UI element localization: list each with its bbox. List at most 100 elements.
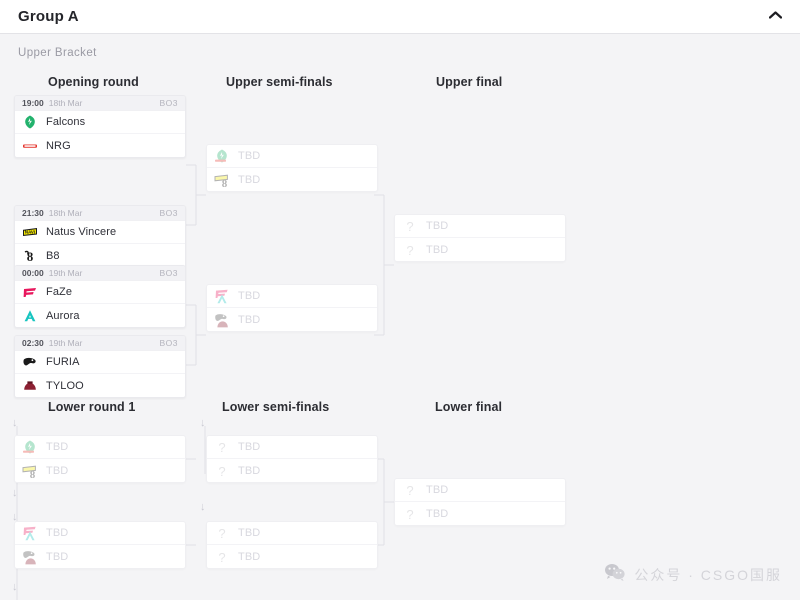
team-name: TBD (426, 220, 449, 232)
team-name: TBD (238, 173, 261, 186)
team-row[interactable]: ? TBD (207, 459, 377, 482)
team-name: TBD (426, 484, 449, 496)
team-row[interactable]: TBD (15, 436, 185, 459)
team-name: TBD (238, 150, 261, 162)
match-format: BO3 (159, 338, 178, 348)
team-row[interactable]: ? TBD (207, 522, 377, 545)
team-row[interactable]: TBD (207, 308, 377, 331)
match-card[interactable]: TBD 8 TBD (206, 144, 378, 192)
team-name: Falcons (46, 116, 86, 128)
team-row[interactable]: ? TBD (395, 238, 565, 261)
match-card[interactable]: TBD TBD (14, 521, 186, 569)
match-card[interactable]: 02:30 19th Mar BO3 FURIA TYLOO (14, 335, 186, 398)
team-row[interactable]: 8 B8 (15, 244, 185, 267)
match-date: 19th Mar (48, 268, 83, 278)
team-name: TBD (426, 507, 449, 520)
svg-text:8: 8 (222, 178, 228, 188)
match-card[interactable]: TBD TBD (206, 284, 378, 332)
team-row[interactable]: TBD (207, 145, 377, 168)
team-name: FURIA (46, 356, 80, 368)
team-name: TBD (46, 464, 69, 477)
match-time: 19:00 (22, 98, 44, 108)
group-header-bar[interactable]: Group A (0, 0, 800, 34)
match-card[interactable]: 19:00 18th Mar BO3 Falcons NRG (14, 95, 186, 158)
upper-bracket-label: Upper Bracket (18, 47, 97, 59)
feed-in-arrow-icon: ↓ (12, 487, 18, 499)
team-row[interactable]: ? TBD (395, 479, 565, 502)
team-name: TBD (46, 441, 69, 453)
falcons-nrg-pending-logo (214, 148, 230, 164)
question-mark-icon: ? (214, 525, 230, 541)
team-name: B8 (46, 249, 60, 262)
faze-logo (22, 284, 38, 300)
chevron-up-icon[interactable] (769, 11, 782, 19)
match-card[interactable]: ? TBD ? TBD (394, 478, 566, 526)
team-row[interactable]: ? TBD (395, 502, 565, 525)
svg-text:?: ? (218, 526, 225, 541)
team-name: TBD (238, 527, 261, 539)
feed-in-arrow-icon: ↓ (12, 511, 18, 523)
team-row[interactable]: 8 TBD (207, 168, 377, 191)
match-card[interactable]: ? TBD ? TBD (394, 214, 566, 262)
faze-aurora-pending-logo (22, 525, 38, 541)
feed-in-arrow-icon: ↓ (200, 501, 206, 513)
question-mark-icon: ? (402, 506, 418, 522)
svg-text:?: ? (406, 483, 413, 498)
match-time: 02:30 (22, 338, 44, 348)
round-title-lower-final: Lower final (435, 400, 503, 414)
team-name: TBD (238, 441, 261, 453)
round-title-opening-round: Opening round (48, 75, 139, 89)
match-card[interactable]: 21:30 18th Mar BO3 NAVI Natus Vincere 8 … (14, 205, 186, 268)
team-name: TBD (238, 550, 261, 563)
navi-b8-pending-logo: 8 (22, 463, 38, 479)
team-row[interactable]: Falcons (15, 111, 185, 134)
team-row[interactable]: NRG (15, 134, 185, 157)
svg-text:NAVI: NAVI (25, 230, 35, 235)
svg-text:?: ? (406, 243, 413, 258)
match-card[interactable]: TBD 8 TBD (14, 435, 186, 483)
svg-text:8: 8 (27, 249, 34, 264)
match-card[interactable]: ? TBD ? TBD (206, 521, 378, 569)
question-mark-icon: ? (402, 482, 418, 498)
team-row[interactable]: TYLOO (15, 374, 185, 397)
match-meta: 02:30 19th Mar BO3 (15, 336, 185, 351)
round-title-lower-semi-finals: Lower semi-finals (222, 400, 330, 414)
team-row[interactable]: TBD (207, 285, 377, 308)
b8-logo: 8 (22, 248, 38, 264)
navi-b8-pending-logo: 8 (214, 172, 230, 188)
team-row[interactable]: FaZe (15, 281, 185, 304)
question-mark-icon: ? (214, 463, 230, 479)
team-row[interactable]: FURIA (15, 351, 185, 374)
match-meta: 19:00 18th Mar BO3 (15, 96, 185, 111)
team-row[interactable]: ? TBD (395, 215, 565, 238)
team-row[interactable]: TBD (15, 545, 185, 568)
team-row[interactable]: Aurora (15, 304, 185, 327)
team-name: Natus Vincere (46, 226, 117, 238)
feed-in-arrow-icon: ↓ (12, 417, 18, 429)
match-time: 00:00 (22, 268, 44, 278)
team-row[interactable]: 8 TBD (15, 459, 185, 482)
furia-logo (22, 354, 38, 370)
question-mark-icon: ? (214, 439, 230, 455)
svg-text:?: ? (406, 219, 413, 234)
question-mark-icon: ? (214, 549, 230, 565)
team-name: TBD (46, 550, 69, 563)
match-card[interactable]: 00:00 19th Mar BO3 FaZe Aurora (14, 265, 186, 328)
team-row[interactable]: TBD (15, 522, 185, 545)
team-row[interactable]: ? TBD (207, 436, 377, 459)
navi-logo: NAVI (22, 224, 38, 240)
team-row[interactable]: NAVI Natus Vincere (15, 221, 185, 244)
round-title-upper-final: Upper final (436, 75, 503, 89)
question-mark-icon: ? (402, 218, 418, 234)
tyloo-logo (22, 378, 38, 394)
match-date: 18th Mar (48, 208, 83, 218)
team-name: NRG (46, 139, 71, 152)
team-name: TBD (238, 313, 261, 326)
match-card[interactable]: ? TBD ? TBD (206, 435, 378, 483)
bracket-stage: Upper Bracket Opening round Upper semi-f… (0, 34, 800, 600)
match-date: 18th Mar (48, 98, 83, 108)
wechat-icon (604, 563, 626, 586)
team-name: TBD (426, 243, 449, 256)
team-row[interactable]: ? TBD (207, 545, 377, 568)
match-time: 21:30 (22, 208, 44, 218)
